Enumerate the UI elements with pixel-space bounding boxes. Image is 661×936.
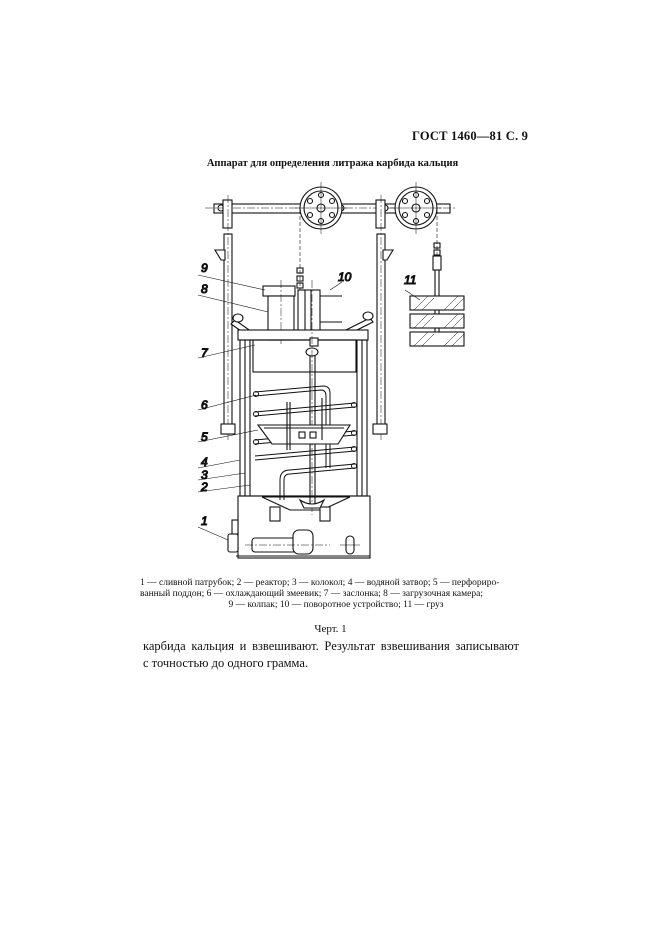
leader-lines	[197, 274, 421, 541]
figure-legend: 1 — сливной патрубок; 2 — реактор; 3 — к…	[140, 578, 532, 611]
apparatus-drawing: 9 8 7 6 5 4 3 2 1 10 11	[197, 182, 465, 559]
chain-left	[296, 210, 304, 290]
label-2: 2	[200, 480, 208, 494]
legend-line-2: ванный поддон; 6 — охлаждающий змеевик; …	[140, 589, 483, 599]
label-8: 8	[201, 282, 208, 296]
figure-title: Аппарат для определения литража карбида …	[206, 158, 459, 169]
reactor-body	[237, 329, 369, 497]
pulley-left	[295, 182, 347, 234]
chain-right	[433, 210, 441, 256]
rotating-device	[297, 289, 342, 339]
label-7: 7	[201, 346, 209, 360]
body-paragraph: карбида кальция и взвешивают. Результат …	[143, 638, 519, 672]
label-11: 11	[404, 273, 416, 287]
label-3: 3	[201, 468, 208, 482]
body-line-1: карбида кальция и взвешивают. Результат …	[143, 639, 519, 653]
label-4: 4	[201, 455, 208, 469]
legend-line-1: 1 — сливной патрубок; 2 — реактор; 3 — к…	[140, 578, 500, 588]
right-post	[372, 195, 394, 440]
label-5: 5	[201, 430, 208, 444]
legend-line-3: 9 — колпак; 10 — поворотное устройство; …	[228, 600, 444, 610]
label-6: 6	[201, 398, 208, 412]
label-1: 1	[201, 514, 208, 528]
pulley-right	[390, 182, 442, 234]
label-10: 10	[338, 270, 352, 284]
left-post	[214, 195, 236, 440]
perforated-tray	[256, 398, 351, 450]
lower-section	[227, 495, 371, 559]
weight	[409, 255, 465, 347]
page-header: ГОСТ 1460—81 С. 9	[412, 129, 529, 143]
figure-caption: Черт. 1	[314, 623, 347, 635]
label-9: 9	[201, 261, 208, 275]
body-line-2: с точностью до одного грамма.	[143, 656, 309, 670]
